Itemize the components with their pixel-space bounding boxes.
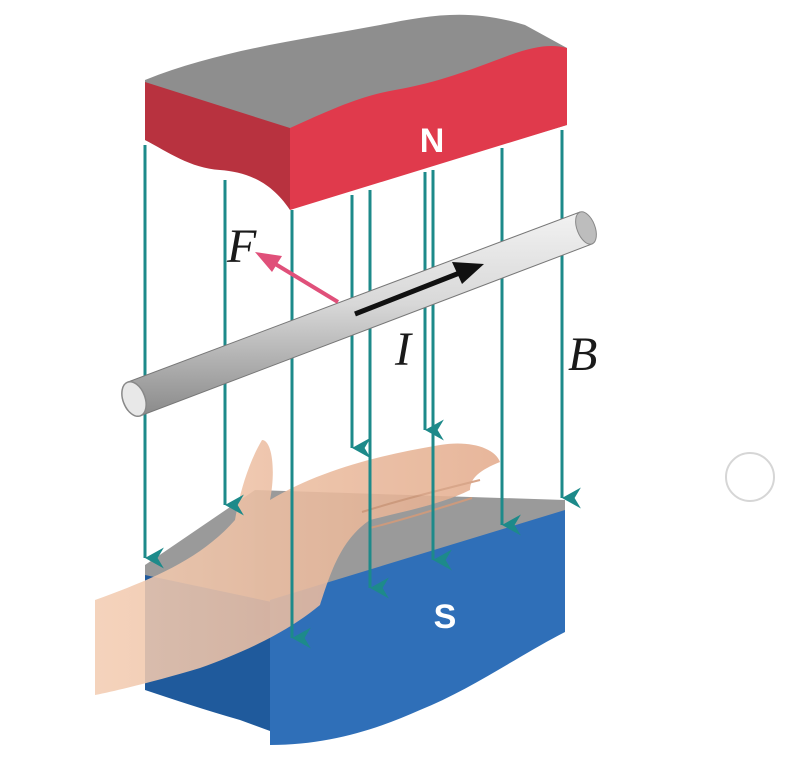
south-pole-label: S <box>434 598 457 636</box>
north-magnet: N <box>145 14 567 210</box>
current-label: I <box>394 323 413 376</box>
circle-outline-icon[interactable] <box>725 452 775 502</box>
right-hand <box>95 440 500 695</box>
force-label: F <box>226 220 257 273</box>
current-arrow <box>354 262 484 317</box>
south-magnet-front <box>270 510 565 745</box>
north-magnet-front <box>290 46 567 210</box>
field-label: B <box>568 328 597 381</box>
north-magnet-side <box>145 82 290 210</box>
force-arrow <box>255 252 340 304</box>
north-pole-label: N <box>420 122 445 160</box>
